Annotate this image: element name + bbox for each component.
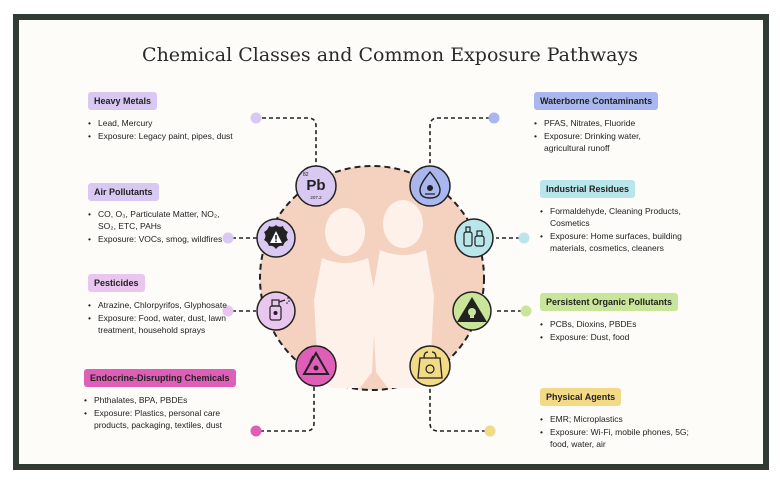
class-endocrine-disrupting: Endocrine-Disrupting Chemicals Phthalate… [84,369,244,432]
people-silhouette [314,200,434,388]
class-label: Persistent Organic Pollutants [540,293,679,311]
water-droplet-toxic-icon [409,165,451,207]
class-item: Exposure: Plastics, personal care produc… [84,407,244,431]
class-item: PCBs, Dioxins, PBDEs [540,318,715,330]
class-persistent-organic-pollutants: Persistent Organic Pollutants PCBs, Diox… [540,293,715,344]
hazard-warning-icon [256,218,296,258]
class-label: Endocrine-Disrupting Chemicals [84,369,236,387]
class-item: Exposure: Dust, food [540,331,715,343]
class-item: PFAS, Nitrates, Fluoride [534,117,684,129]
class-label: Heavy Metals [88,92,158,110]
lead-element-icon [295,165,337,207]
class-item: Atrazine, Chlorpyrifos, Glyphosate [88,299,228,311]
lead-symbol: Pb [306,177,326,194]
lead-atomic-mass: 207.2 [310,195,322,200]
class-item: Exposure: Wi-Fi, mobile phones, 5G; food… [540,426,700,450]
class-item: Exposure: Drinking water, agricultural r… [534,130,684,154]
class-waterborne-contaminants: Waterborne Contaminants PFAS, Nitrates, … [534,92,684,155]
class-item: Exposure: VOCs, smog, wildfires [88,233,228,245]
skull-hazard-icon [452,291,492,331]
recycle-triangle-icon [295,345,337,387]
class-label: Physical Agents [540,388,622,406]
page-title: Chemical Classes and Common Exposure Pat… [142,44,638,66]
connector-lines [232,117,522,432]
class-item: Formaldehyde, Cleaning Products, Cosmeti… [540,205,715,229]
spray-bottle-icon [256,291,296,331]
class-item: Phthalates, BPA, PBDEs [84,394,244,406]
class-label: Industrial Residues [540,180,636,198]
lead-atomic-number: 82 [303,172,309,178]
class-item: Exposure: Home surfaces, building materi… [540,230,715,254]
class-item: EMR; Microplastics [540,413,700,425]
class-item: Exposure: Food, water, dust, lawn treatm… [88,312,228,336]
class-physical-agents: Physical Agents EMR; Microplastics Expos… [540,388,700,451]
class-air-pollutants: Air Pollutants CO, O₃, Particulate Matte… [88,183,228,246]
class-heavy-metals: Heavy Metals Lead, Mercury Exposure: Leg… [88,92,238,143]
class-item: CO, O₃, Particulate Matter, NO₂, SO₂, ET… [88,208,228,232]
class-label: Air Pollutants [88,183,159,201]
class-industrial-residues: Industrial Residues Formaldehyde, Cleani… [540,180,715,255]
class-label: Waterborne Contaminants [534,92,659,110]
class-item: Lead, Mercury [88,117,238,129]
class-item: Exposure: Legacy paint, pipes, dust [88,130,238,142]
cleaning-bottles-icon [454,218,494,258]
class-pesticides: Pesticides Atrazine, Chlorpyrifos, Glyph… [88,274,228,337]
class-label: Pesticides [88,274,145,292]
plastic-bag-icon [409,345,451,387]
